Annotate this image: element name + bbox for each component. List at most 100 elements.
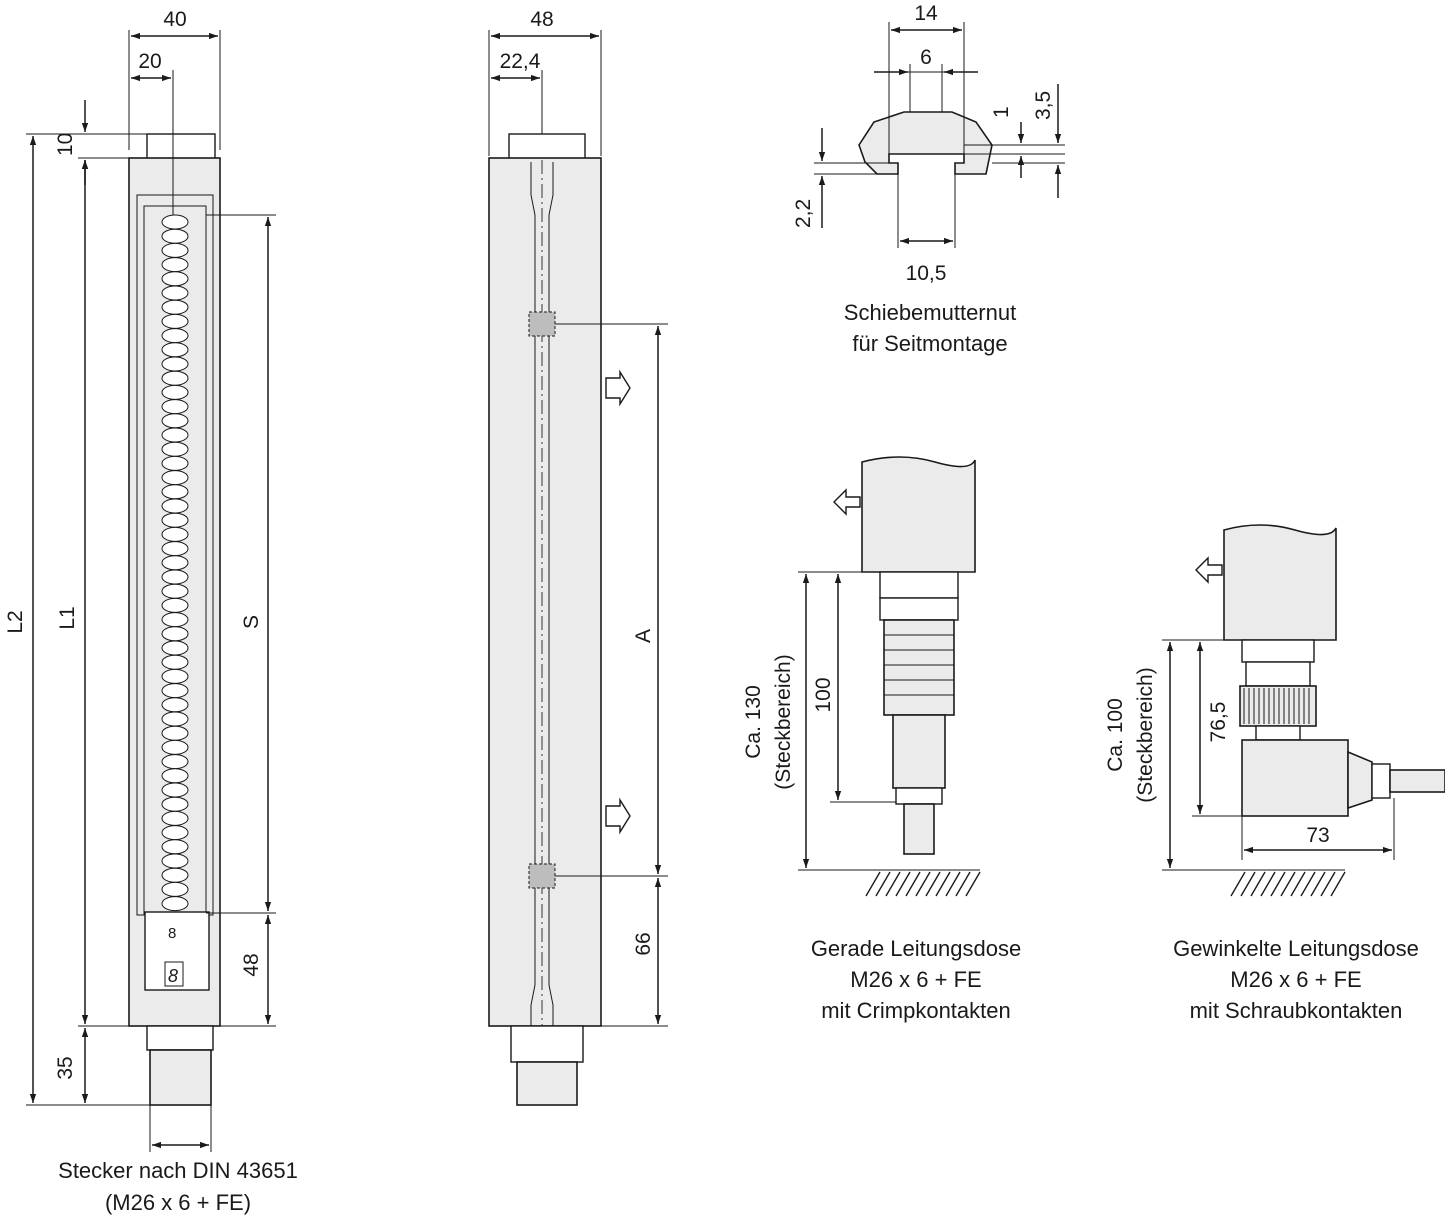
led-element: [161, 370, 189, 386]
led-element: [161, 853, 189, 869]
front-dimensions: 40 20 10 L2 L1 35 S 48 Stecker nach DIN …: [4, 8, 298, 1215]
display-digit-top: 8: [168, 925, 176, 942]
hatch-line: [945, 871, 961, 897]
led-element: [161, 526, 189, 542]
arrow-right-bottom-icon: [605, 797, 631, 835]
led-element: [161, 285, 189, 301]
angled-neck: [1255, 725, 1301, 741]
led-element: [161, 754, 189, 770]
dim-14: 14: [914, 2, 938, 25]
straight-sleeve: [892, 714, 946, 789]
hatch-line: [1320, 871, 1336, 897]
side-connector-plug: [516, 1061, 578, 1106]
hatch-line: [1280, 871, 1296, 897]
led-element: [161, 512, 189, 528]
angled-housing-stub: [1223, 524, 1337, 641]
angled-collar: [1245, 661, 1311, 687]
hatch-line: [925, 871, 941, 897]
dim-6: 6: [920, 46, 932, 69]
seven-segment-display: [164, 961, 184, 987]
hatch-line: [1270, 871, 1286, 897]
angled-cable: [1389, 769, 1445, 793]
straight-housing-stub: [861, 456, 976, 573]
hatch-line: [895, 871, 911, 897]
straight-connector-detail: 100 Ca. 130 (Steckbereich) Gerade Leitun…: [742, 456, 1021, 1023]
knurl-lines: [1243, 688, 1310, 724]
display-digit: 8: [168, 966, 178, 986]
straight-cable: [903, 803, 935, 855]
arrow-left-angled-icon: [1195, 556, 1223, 584]
dim-S: S: [240, 615, 263, 629]
led-element: [161, 271, 189, 287]
led-element: [161, 711, 189, 727]
led-element: [161, 299, 189, 315]
led-element: [161, 697, 189, 713]
led-element: [161, 427, 189, 443]
hatch-line: [965, 871, 981, 897]
led-element: [161, 555, 189, 571]
led-element: [161, 413, 189, 429]
hatch-line: [1310, 871, 1326, 897]
dim-20: 20: [138, 50, 161, 73]
dim-100: 100: [812, 677, 835, 712]
led-element: [161, 626, 189, 642]
angled-caption-line1: Gewinkelte Leitungsdose: [1173, 936, 1419, 961]
straight-nut: [879, 571, 959, 599]
hatch-line: [915, 871, 931, 897]
dim-66: 66: [632, 932, 655, 955]
led-element: [161, 242, 189, 258]
straight-body: [883, 619, 955, 716]
hatch-line: [935, 871, 951, 897]
dim-73: 73: [1306, 824, 1329, 847]
angled-caption-line2: M26 x 6 + FE: [1230, 967, 1361, 992]
led-element: [161, 782, 189, 798]
hatch-line: [1240, 871, 1256, 897]
angled-gland: [1371, 763, 1391, 799]
led-element: [161, 796, 189, 812]
hatch-line: [1230, 871, 1246, 897]
dim-ca-130-note: (Steckbereich): [772, 654, 795, 789]
dim-1: 1: [990, 106, 1013, 118]
dim-76-5: 76,5: [1207, 702, 1230, 743]
hatch-line: [865, 871, 881, 897]
dim-40: 40: [163, 8, 186, 31]
led-element: [161, 683, 189, 699]
side-housing: [488, 157, 602, 1027]
straight-caption-line2: M26 x 6 + FE: [850, 967, 981, 992]
floor-hatch-straight: [865, 871, 981, 897]
dim-10: 10: [54, 133, 77, 156]
led-element: [161, 399, 189, 415]
angled-knurl: [1239, 685, 1317, 727]
angled-body: [1241, 739, 1349, 817]
dim-ca-100: Ca. 100: [1104, 698, 1127, 772]
led-element: [161, 839, 189, 855]
connector-caption-line1: Stecker nach DIN 43651: [58, 1158, 298, 1183]
connector-caption-line2: (M26 x 6 + FE): [105, 1190, 251, 1215]
groove-caption-line1: Schiebemutternut: [844, 300, 1016, 325]
t-slot-profile: [858, 111, 993, 175]
led-element: [161, 228, 189, 244]
dim-ca-100-note: (Steckbereich): [1134, 667, 1157, 802]
led-element: [161, 668, 189, 684]
led-element: [161, 867, 189, 883]
dim-48-side: 48: [530, 8, 553, 31]
led-element: [161, 214, 189, 230]
led-element: [161, 640, 189, 656]
led-element: [161, 484, 189, 500]
dim-ca-130: Ca. 130: [742, 685, 765, 759]
hatch-line: [905, 871, 921, 897]
hatch-line: [955, 871, 971, 897]
led-element: [161, 881, 189, 897]
dim-2-2: 2,2: [792, 199, 815, 228]
led-element: [161, 896, 189, 912]
angled-connector-detail: 76,5 Ca. 100 (Steckbereich) 73 Gewinkelt…: [1104, 524, 1445, 1023]
hatch-line: [1250, 871, 1266, 897]
led-element: [161, 739, 189, 755]
t-slot-detail: 14 6 1 3,5 2,2 10,5 Schiebemutternut für…: [792, 2, 1065, 356]
mount-slot-top: [528, 311, 556, 337]
led-element: [161, 810, 189, 826]
dim-3-5: 3,5: [1032, 91, 1055, 120]
hatch-line: [1330, 871, 1346, 897]
led-column: [161, 214, 189, 912]
